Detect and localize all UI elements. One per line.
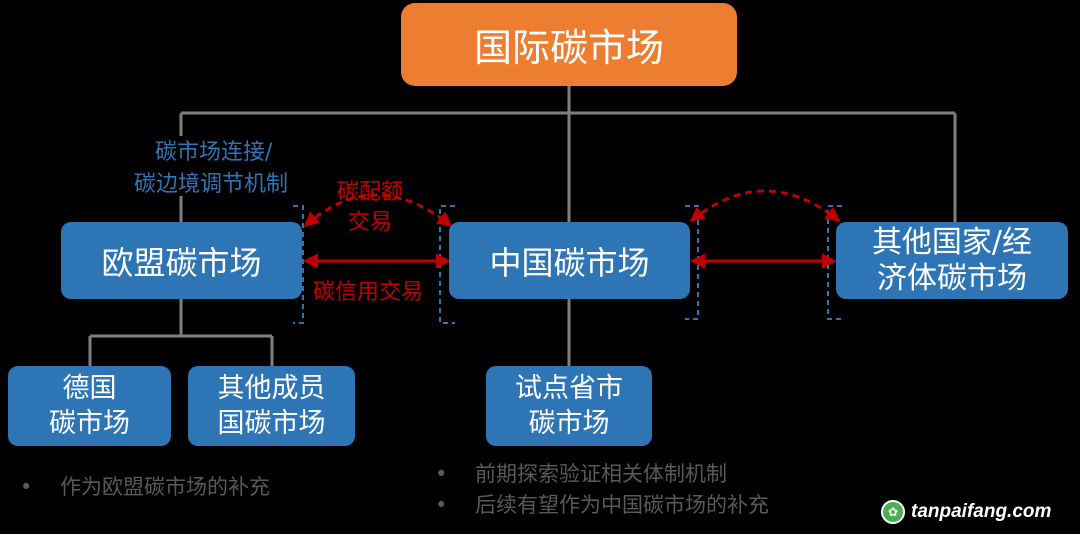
note-text: 作为欧盟碳市场的补充 (60, 475, 270, 499)
node-label-line-1: 试点省市 (515, 372, 623, 404)
node-label-line-1: 其他成员 (217, 372, 326, 404)
node-label-line-1: 德国 (62, 372, 117, 404)
node-label-line-2: 济体碳市场 (876, 260, 1027, 296)
china-carbon-market-node: 中国碳市场 (449, 222, 690, 299)
watermark-text: tanpaifang.com (911, 501, 1052, 522)
note-text: 后续有望作为中国碳市场的补充 (475, 493, 769, 517)
allowance-trade-label-line-1: 碳配额 (337, 180, 404, 205)
node-label-line-2: 碳市场 (49, 408, 130, 439)
eu-note: • 作为欧盟碳市场的补充 (20, 471, 270, 501)
leaf-icon: ✿ (881, 500, 905, 524)
pilot-carbon-market-node: 试点省市 碳市场 (486, 366, 652, 446)
trade-arrows (303, 189, 841, 269)
allowance-arc-china-other (689, 189, 841, 222)
pilot-note-2: • 后续有望作为中国碳市场的补充 (435, 489, 769, 519)
other-members-carbon-market-node: 其他成员 国碳市场 (188, 366, 355, 446)
node-label: 欧盟碳市场 (101, 243, 262, 282)
note-text: 前期探索验证相关体制机制 (475, 462, 727, 486)
allowance-trade-label-line-2: 交易 (348, 210, 393, 235)
node-label: 国际碳市场 (473, 26, 664, 70)
tree-connectors (88, 86, 957, 366)
allowance-arc-eu-china (303, 193, 453, 227)
eu-carbon-market-node: 欧盟碳市场 (61, 222, 302, 299)
market-link-label-line-2: 碳边境调节机制 (134, 172, 289, 197)
germany-carbon-market-node: 德国 碳市场 (8, 366, 171, 446)
bullet: • (435, 462, 448, 486)
other-economies-carbon-market-node: 其他国家/经 济体碳市场 (836, 222, 1068, 299)
market-link-label-line-1: 碳市场连接/ (155, 140, 273, 165)
node-label-line-2: 国碳市场 (217, 408, 326, 439)
bullet: • (435, 493, 448, 517)
pilot-note-1: • 前期探索验证相关体制机制 (435, 458, 727, 488)
eu-right-bracket (293, 205, 304, 324)
international-carbon-market-node: 国际碳市场 (401, 3, 737, 86)
node-label: 中国碳市场 (489, 243, 650, 282)
watermark-logo: ✿ tanpaifang.com (881, 500, 1051, 524)
node-label-line-2: 碳市场 (528, 408, 610, 439)
credit-trade-label: 碳信用交易 (313, 280, 424, 305)
node-label-line-1: 其他国家/经 (871, 224, 1033, 260)
bullet: • (20, 475, 33, 499)
